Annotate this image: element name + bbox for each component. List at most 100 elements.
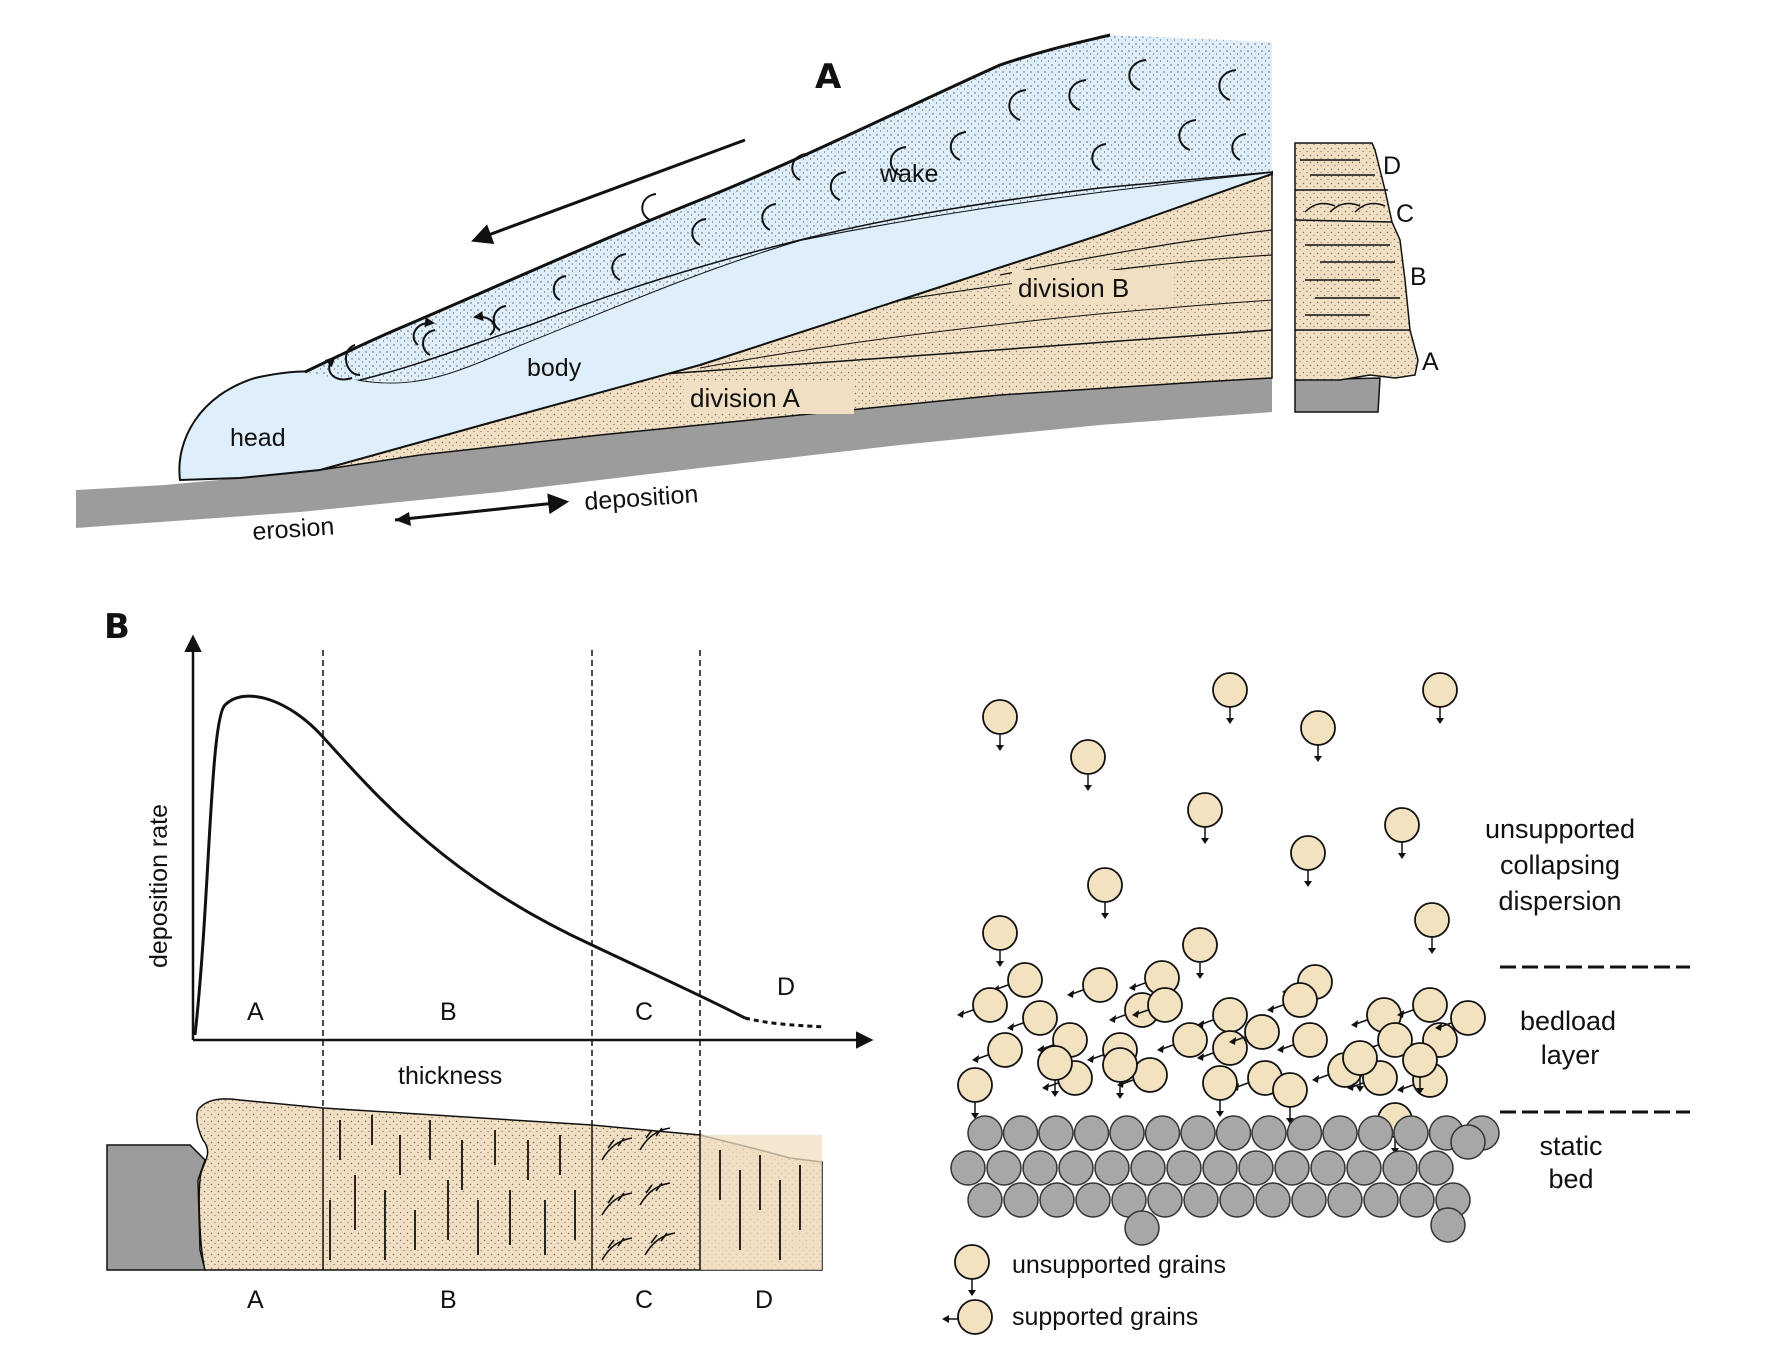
log-label-d: D (755, 1286, 773, 1314)
y-axis-label: deposition rate (145, 804, 173, 968)
unsupported-grain (1102, 1047, 1138, 1099)
static-bed-grain (1130, 1150, 1166, 1186)
supported-grain (957, 987, 1008, 1023)
supported-grain (1435, 1000, 1486, 1036)
supported-grain (1157, 1022, 1208, 1058)
grain-legend: unsupported grains supported grains (942, 1244, 1226, 1335)
wake-body-boundary (359, 171, 1273, 381)
static-bed-grain (1039, 1182, 1075, 1218)
zone-static-line-1: static (1539, 1131, 1602, 1161)
static-bed-grain (950, 1150, 986, 1186)
zone-labels: unsupported collapsing dispersion bedloa… (1485, 814, 1690, 1194)
static-bed-grain (1393, 1115, 1429, 1151)
static-bed-grain (1286, 1115, 1323, 1151)
log-label-a: A (247, 1286, 264, 1314)
static-bed-grain (1255, 1182, 1291, 1218)
static-bed-grain (1322, 1115, 1358, 1151)
interval-label-a: A (247, 998, 264, 1026)
unsupported-grain (1182, 927, 1218, 979)
x-axis-label: thickness (398, 1062, 502, 1090)
static-bed-grain (1202, 1150, 1238, 1186)
log-label-b: B (440, 1286, 457, 1314)
unsupported-grain (1342, 1040, 1378, 1092)
supported-grain (1277, 1022, 1328, 1058)
interval-label-c: C (635, 998, 653, 1026)
static-bed-grain (1022, 1150, 1058, 1186)
supported-grain (1197, 997, 1248, 1033)
legend-supported-grain-icon (942, 1299, 993, 1335)
unsupported-grain (1070, 739, 1106, 791)
unsupported-grain (1290, 835, 1326, 887)
static-bed-grain (1251, 1115, 1287, 1151)
flow-top-outline (304, 33, 1111, 374)
unsupported-grain (1202, 1065, 1238, 1117)
static-bed-grain (1180, 1115, 1216, 1151)
column-label-c: C (1396, 200, 1414, 228)
unsupported-grain (1422, 672, 1458, 724)
eddies (345, 59, 1247, 376)
unsupported-grain (982, 915, 1018, 967)
zone-dispersion-line-3: dispersion (1498, 886, 1621, 916)
deposition-rate-curve-tail (744, 1016, 826, 1029)
legend-unsupported-label: unsupported grains (1012, 1251, 1226, 1279)
static-bed-grain (1418, 1150, 1454, 1186)
unsupported-grain (1187, 792, 1223, 844)
static-bed-grain (1124, 1210, 1160, 1246)
division-a-label: division A (690, 383, 800, 413)
zone-bedload-line-2: layer (1541, 1040, 1600, 1070)
static-bed-grain (1363, 1182, 1399, 1218)
supported-grain (1132, 987, 1183, 1023)
interval-label-d: D (777, 973, 795, 1001)
unsupported-grain (982, 699, 1018, 751)
static-bed-grain (1144, 1115, 1181, 1151)
supported-grain (1007, 1000, 1058, 1036)
grain-diagram (950, 672, 1500, 1246)
panel-a: A (76, 33, 1439, 546)
static-bed-grain (1002, 1115, 1039, 1151)
static-bed-grain (1003, 1182, 1039, 1218)
flow-direction-arrow (471, 138, 746, 245)
deposition-label: deposition (583, 480, 699, 516)
static-bed-grain (1094, 1150, 1130, 1186)
static-bed-grain (1450, 1124, 1486, 1160)
unsupported-grain (1212, 672, 1248, 724)
head-eddy (324, 311, 496, 381)
static-bed-grain (1357, 1115, 1394, 1151)
supported-grain (1129, 960, 1180, 996)
wake-label: wake (879, 160, 938, 188)
division-a-label-bg (684, 380, 854, 414)
static-bed-grain (1430, 1207, 1466, 1243)
static-bed-grain (1310, 1150, 1346, 1186)
unsupported-grain (1272, 1072, 1308, 1124)
division-b-label: division B (1018, 273, 1129, 303)
static-bed-grain (1274, 1150, 1310, 1186)
log-label-c: C (635, 1286, 653, 1314)
unsupported-grain (1037, 1045, 1073, 1097)
static-bed-grain (1346, 1150, 1382, 1186)
static-bed-grain (1215, 1115, 1252, 1151)
deposition-rate-curve (193, 694, 746, 1036)
basement (76, 378, 1272, 528)
static-bed-grain (967, 1115, 1003, 1151)
zone-static-line-2: bed (1548, 1164, 1593, 1194)
static-bed-grain (1109, 1115, 1145, 1151)
zone-bedload-line-1: bedload (1520, 1006, 1616, 1036)
column-label-a: A (1422, 348, 1439, 376)
interval-label-b: B (440, 998, 457, 1026)
static-bed-grain (1382, 1150, 1418, 1186)
static-bed-grain (1399, 1182, 1435, 1218)
static-bed-grain (1238, 1150, 1274, 1186)
static-bed-grain (1219, 1182, 1255, 1218)
static-bed-grain (986, 1150, 1022, 1186)
static-bed-grain (1183, 1182, 1219, 1218)
head-label: head (230, 424, 286, 452)
panel-label-b: B (104, 607, 130, 647)
unsupported-grain (957, 1067, 993, 1119)
supported-grain (1397, 987, 1448, 1023)
erosion-label: erosion (251, 512, 335, 546)
static-bed-grain (1038, 1115, 1074, 1151)
static-bed-grain (1075, 1182, 1111, 1218)
erosion-deposition-arrow (394, 493, 570, 522)
static-bed-grain (1166, 1150, 1202, 1186)
unsupported-grain (1414, 902, 1450, 954)
